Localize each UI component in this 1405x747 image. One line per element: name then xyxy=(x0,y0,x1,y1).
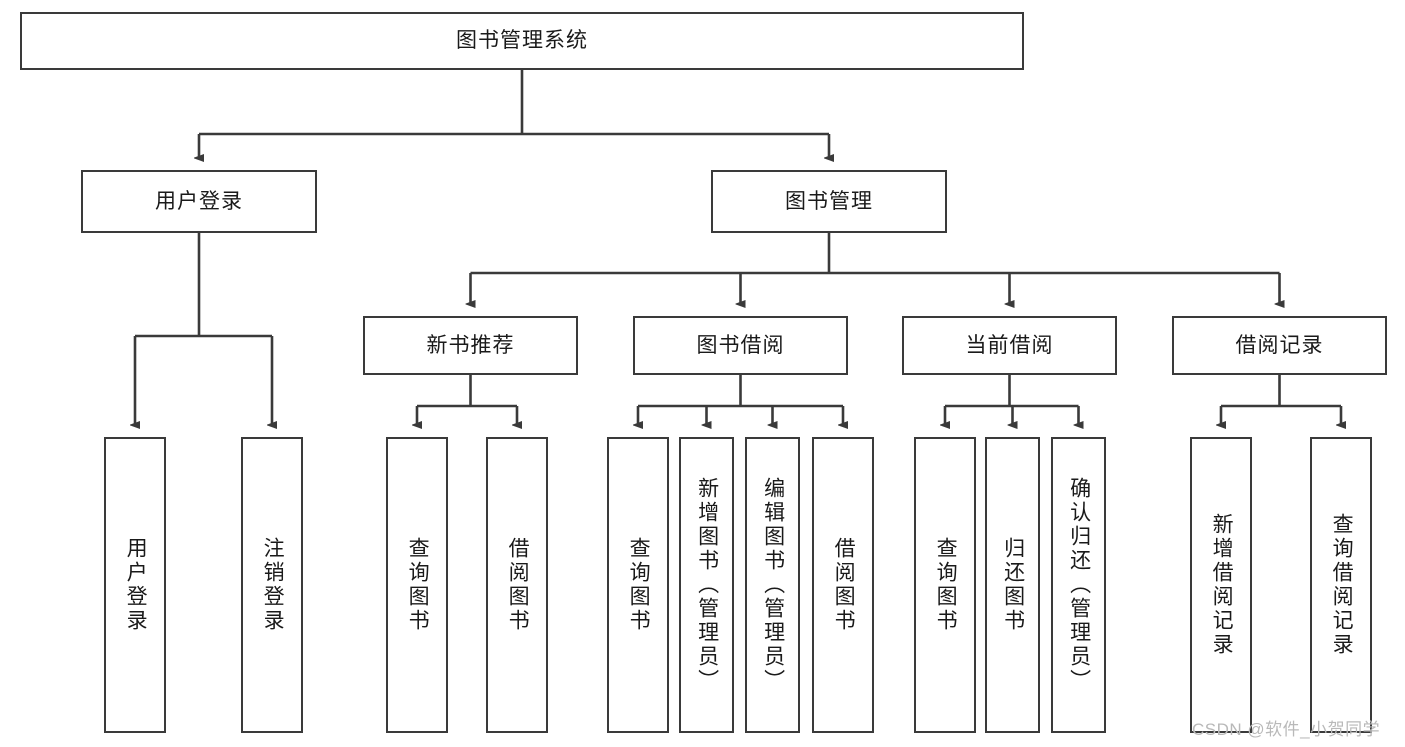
node-leaf-user-login-label: 用户登录 xyxy=(124,537,148,633)
node-leaf-user-login[interactable]: 用户登录 xyxy=(104,437,166,733)
node-leaf-borrow-book-2-label: 借阅图书 xyxy=(832,537,856,633)
watermark-csdn: CSDN @软件_小贺同学 xyxy=(1192,720,1381,739)
node-new-book-recommend[interactable]: 新书推荐 xyxy=(363,316,578,375)
node-leaf-add-book[interactable]: 新增图书（管理员） xyxy=(679,437,734,733)
node-leaf-return-book[interactable]: 归还图书 xyxy=(985,437,1040,733)
node-leaf-confirm-return-label: 确认归还（管理员） xyxy=(1067,477,1091,693)
node-book-borrow-label: 图书借阅 xyxy=(696,333,785,357)
node-book-manage[interactable]: 图书管理 xyxy=(711,170,947,233)
node-leaf-borrow-book-1-label: 借阅图书 xyxy=(506,537,530,633)
node-book-manage-label: 图书管理 xyxy=(785,189,873,213)
node-leaf-return-book-label: 归还图书 xyxy=(1001,537,1025,633)
node-user-login[interactable]: 用户登录 xyxy=(81,170,317,233)
node-leaf-borrow-book-1[interactable]: 借阅图书 xyxy=(486,437,548,733)
node-leaf-query-book-2-label: 查询图书 xyxy=(627,537,651,633)
node-borrow-record[interactable]: 借阅记录 xyxy=(1172,316,1387,375)
node-current-borrow[interactable]: 当前借阅 xyxy=(902,316,1117,375)
node-leaf-query-book-3[interactable]: 查询图书 xyxy=(914,437,976,733)
node-current-borrow-label: 当前借阅 xyxy=(965,333,1054,357)
node-root-label: 图书管理系统 xyxy=(456,29,588,53)
node-leaf-add-borrow-record[interactable]: 新增借阅记录 xyxy=(1190,437,1252,733)
node-root[interactable]: 图书管理系统 xyxy=(20,12,1024,70)
node-leaf-edit-book-label: 编辑图书（管理员） xyxy=(761,477,785,693)
node-new-book-recommend-label: 新书推荐 xyxy=(426,333,515,357)
node-leaf-borrow-book-2[interactable]: 借阅图书 xyxy=(812,437,874,733)
node-leaf-query-book-3-label: 查询图书 xyxy=(934,537,958,633)
node-user-login-label: 用户登录 xyxy=(155,189,243,213)
node-leaf-add-book-label: 新增图书（管理员） xyxy=(695,477,719,693)
node-leaf-logout[interactable]: 注销登录 xyxy=(241,437,303,733)
node-leaf-query-book-2[interactable]: 查询图书 xyxy=(607,437,669,733)
node-leaf-query-book-1[interactable]: 查询图书 xyxy=(386,437,448,733)
node-leaf-query-book-1-label: 查询图书 xyxy=(406,537,430,633)
node-leaf-logout-label: 注销登录 xyxy=(261,537,285,633)
node-leaf-add-borrow-record-label: 新增借阅记录 xyxy=(1210,513,1234,657)
node-leaf-query-borrow-record[interactable]: 查询借阅记录 xyxy=(1310,437,1372,733)
node-borrow-record-label: 借阅记录 xyxy=(1235,333,1324,357)
node-leaf-edit-book[interactable]: 编辑图书（管理员） xyxy=(745,437,800,733)
node-book-borrow[interactable]: 图书借阅 xyxy=(633,316,848,375)
node-leaf-query-borrow-record-label: 查询借阅记录 xyxy=(1330,513,1354,657)
node-leaf-confirm-return[interactable]: 确认归还（管理员） xyxy=(1051,437,1106,733)
